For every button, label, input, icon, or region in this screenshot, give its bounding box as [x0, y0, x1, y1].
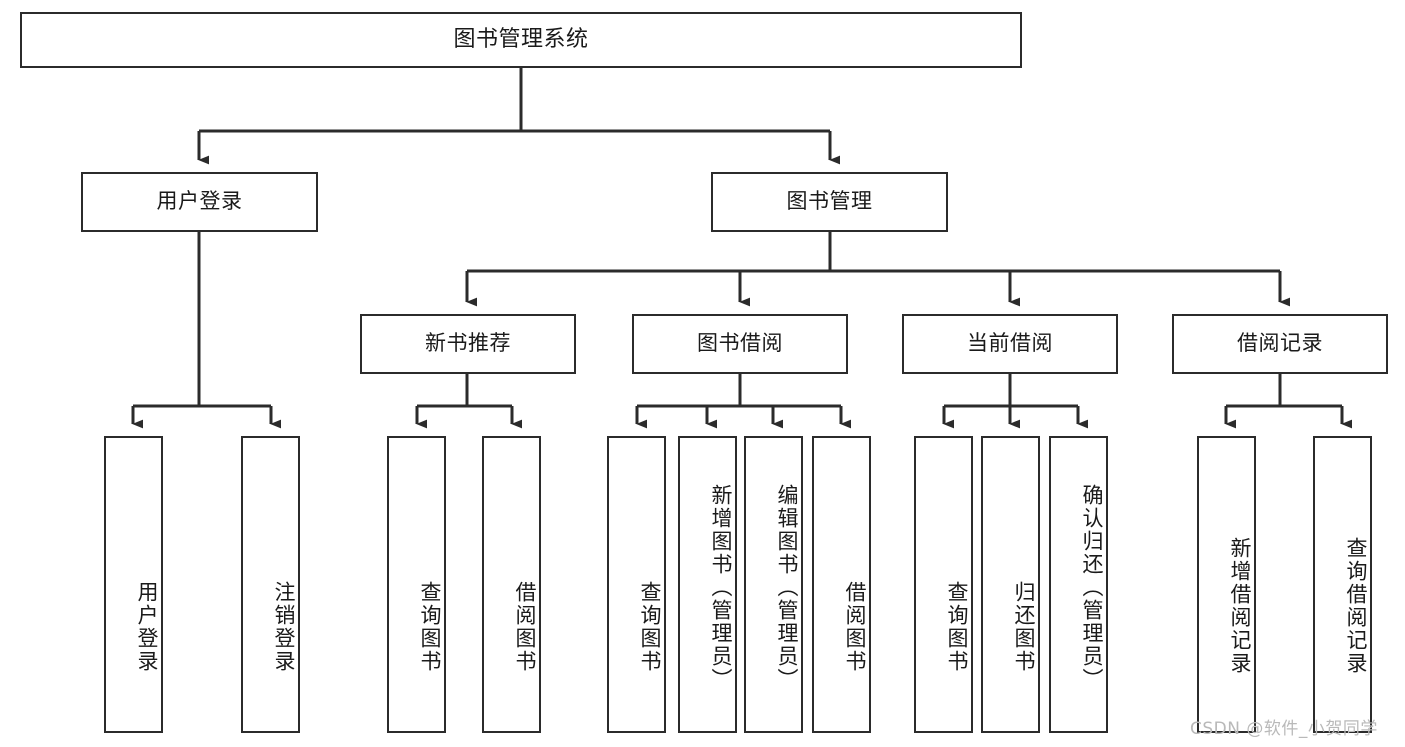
node-book-borrow[interactable]: 图书借阅: [632, 314, 848, 374]
node-label: 图书管理: [786, 189, 873, 214]
node-current-borrow[interactable]: 当前借阅: [902, 314, 1118, 374]
leaf-query-book-2[interactable]: 查询图书: [607, 436, 666, 733]
leaf-confirm-return[interactable]: 确认归还（管理员）: [1049, 436, 1108, 733]
node-label: 借阅图书: [513, 580, 537, 673]
leaf-borrow-book-1[interactable]: 借阅图书: [482, 436, 541, 733]
node-root-system[interactable]: 图书管理系统: [20, 12, 1022, 68]
node-label: 用户登录: [135, 580, 159, 673]
node-label: 新书推荐: [425, 331, 511, 356]
leaf-user-login[interactable]: 用户登录: [104, 436, 163, 733]
node-label: 借阅图书: [843, 580, 867, 673]
node-label: 新增图书（管理员）: [709, 484, 733, 691]
node-label: 编辑图书（管理员）: [775, 484, 799, 691]
leaf-query-book-3[interactable]: 查询图书: [914, 436, 973, 733]
leaf-user-logout[interactable]: 注销登录: [241, 436, 300, 733]
leaf-edit-book[interactable]: 编辑图书（管理员）: [744, 436, 803, 733]
node-label: 查询借阅记录: [1344, 536, 1368, 675]
node-user-login[interactable]: 用户登录: [81, 172, 318, 232]
csdn-watermark: CSDN @软件_小贺同学: [1190, 719, 1378, 739]
node-new-book-recommend[interactable]: 新书推荐: [360, 314, 576, 374]
leaf-add-book[interactable]: 新增图书（管理员）: [678, 436, 737, 733]
node-label: 借阅记录: [1237, 331, 1323, 356]
node-borrow-record[interactable]: 借阅记录: [1172, 314, 1388, 374]
node-label: 用户登录: [156, 189, 243, 214]
node-book-manage[interactable]: 图书管理: [711, 172, 948, 232]
node-label: 新增借阅记录: [1228, 536, 1252, 675]
leaf-add-record[interactable]: 新增借阅记录: [1197, 436, 1256, 733]
node-label: 查询图书: [945, 580, 969, 673]
node-label: 图书管理系统: [453, 26, 589, 52]
node-label: 确认归还（管理员）: [1080, 484, 1104, 691]
node-label: 图书借阅: [697, 331, 783, 356]
leaf-borrow-book-2[interactable]: 借阅图书: [812, 436, 871, 733]
node-label: 查询图书: [638, 580, 662, 673]
leaf-query-record[interactable]: 查询借阅记录: [1313, 436, 1372, 733]
leaf-return-book[interactable]: 归还图书: [981, 436, 1040, 733]
node-label: 归还图书: [1012, 580, 1036, 673]
leaf-query-book-1[interactable]: 查询图书: [387, 436, 446, 733]
node-label: 注销登录: [272, 580, 296, 673]
node-label: 当前借阅: [967, 331, 1053, 356]
node-label: 查询图书: [418, 580, 442, 673]
